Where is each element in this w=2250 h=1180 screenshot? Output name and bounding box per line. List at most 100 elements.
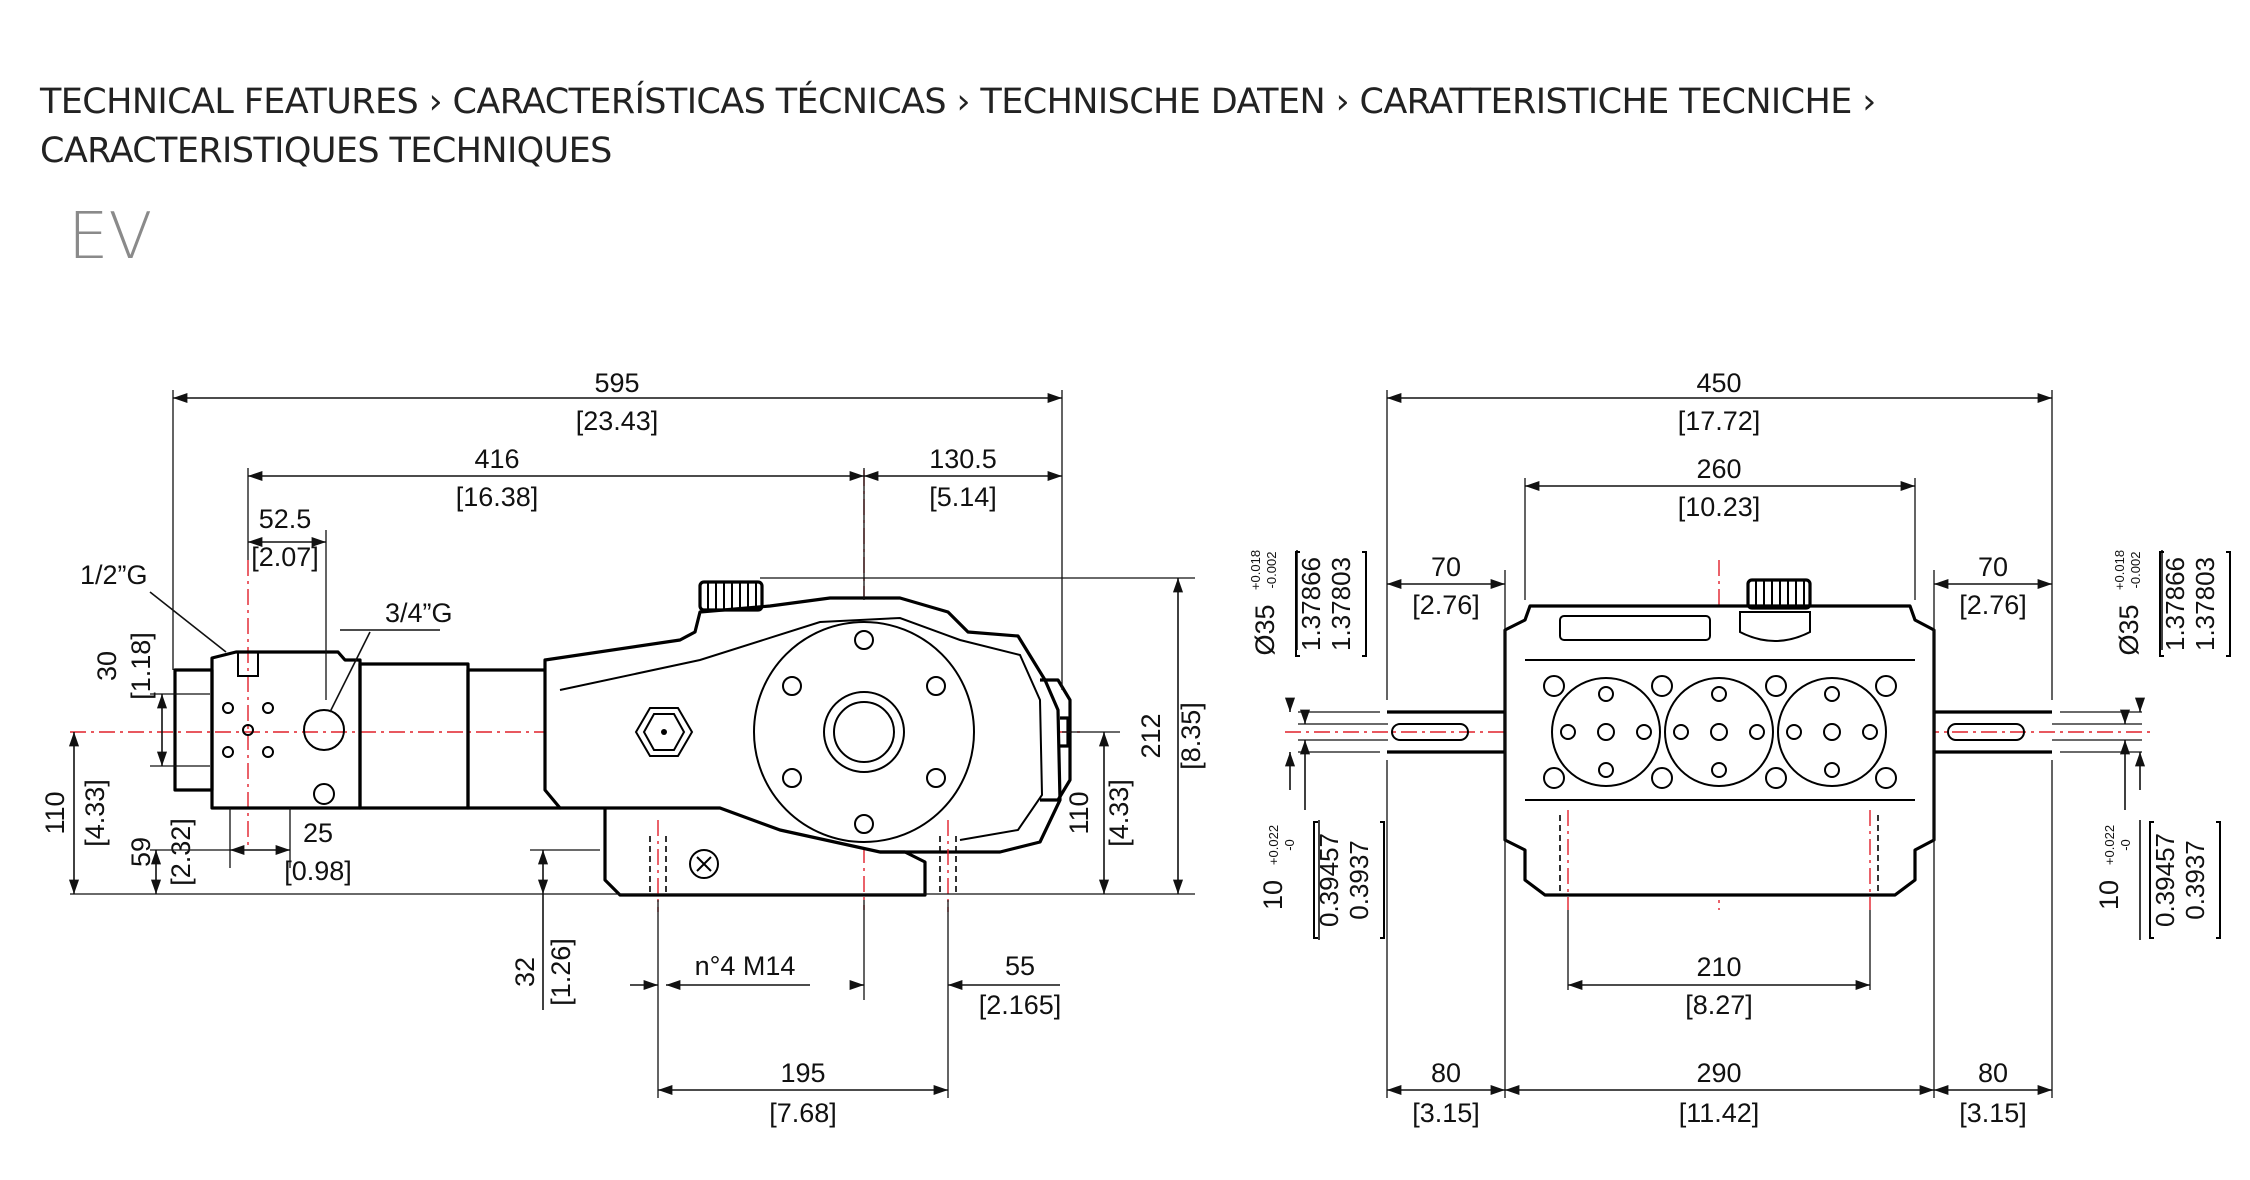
key-width-right: 10 xyxy=(2094,880,2124,910)
dim-59: 59 xyxy=(126,837,156,867)
shaft-diameter-right: Ø35 xyxy=(2114,604,2144,655)
dim-210: 210 xyxy=(1696,952,1741,982)
dim-55-in: [2.165] xyxy=(979,990,1062,1020)
dim-110-left-in: [4.33] xyxy=(80,779,110,847)
cover-bolts xyxy=(782,630,946,834)
dim-195: 195 xyxy=(780,1058,825,1088)
foot-boss xyxy=(689,849,719,879)
drain-plug xyxy=(313,783,335,805)
key-in-1-left: 0.39457 xyxy=(1314,833,1344,927)
oil-filler-knurl xyxy=(707,582,757,610)
mount-bolts-label: n°4 M14 xyxy=(695,951,796,981)
dim-30-in: [1.18] xyxy=(126,632,156,700)
key-width-left: 10 xyxy=(1258,880,1288,910)
dim-195-in: [7.68] xyxy=(769,1098,837,1128)
dim-80-right-in: [3.15] xyxy=(1959,1098,2027,1128)
dim-130-5-in: [5.14] xyxy=(929,482,997,512)
dim-110-right: 110 xyxy=(1064,791,1094,834)
housing-edges xyxy=(1525,659,1915,801)
dim-260: 260 xyxy=(1696,454,1741,484)
shaft-tol-lower-left: -0.002 xyxy=(1264,552,1279,589)
page-heading: TECHNICAL FEATURES › CARACTERÍSTICAS TÉC… xyxy=(40,78,2190,176)
nameplate-slot xyxy=(1559,615,1711,641)
inlet-thread-label: 3/4”G xyxy=(385,598,453,628)
dim-212: 212 xyxy=(1136,713,1166,758)
key-in-2-right: 0.3937 xyxy=(2180,840,2210,920)
key-tol-upper-right: +0.022 xyxy=(2102,825,2117,865)
crankcase-inner-edge xyxy=(559,616,1044,841)
dim-450: 450 xyxy=(1696,368,1741,398)
outlet-port xyxy=(237,652,259,677)
hex-plug-inner xyxy=(642,713,686,751)
dim-130-5: 130.5 xyxy=(929,444,997,474)
dim-70-right: 70 xyxy=(1978,552,2008,582)
front-view: 450 [17.72] 260 [10.23] 70 [2.76] 70 [2.… xyxy=(1248,368,2231,1128)
key-in-2-left: 0.3937 xyxy=(1344,840,1374,920)
key-tol-upper-left: +0.022 xyxy=(1266,825,1281,865)
dim-110-left: 110 xyxy=(40,791,70,834)
key-tol-lower-right: -0 xyxy=(2118,839,2133,851)
inlet-port xyxy=(303,709,345,751)
port-bolt-pattern xyxy=(222,702,274,758)
side-view: 595 [23.43] 416 [16.38] 130.5 [5.14] 52.… xyxy=(40,368,1206,1128)
shaft-in-2-left: 1.37803 xyxy=(1326,557,1356,651)
hex-plug xyxy=(634,707,694,757)
dim-55: 55 xyxy=(1005,951,1035,981)
shaft-diameter-left: Ø35 xyxy=(1250,604,1280,655)
foot-boss-cross xyxy=(696,856,712,872)
dim-416-in: [16.38] xyxy=(456,482,539,512)
valve-covers xyxy=(1551,677,1887,787)
model-name: EV xyxy=(68,200,153,274)
heading-line-2: CARACTERISTIQUES TECHNIQUES xyxy=(40,131,612,171)
front-dimension-labels: 450 [17.72] 260 [10.23] 70 [2.76] 70 [2.… xyxy=(1248,368,2220,1128)
dim-52-5: 52.5 xyxy=(259,504,312,534)
shaft-in-2-right: 1.37803 xyxy=(2190,557,2220,651)
dim-59-in: [2.32] xyxy=(166,818,196,886)
dim-32: 32 xyxy=(510,957,540,987)
dim-212-in: [8.35] xyxy=(1176,702,1206,770)
dim-290-in: [11.42] xyxy=(1679,1098,1760,1128)
shaft-tol-lower-right: -0.002 xyxy=(2128,552,2143,589)
pump-head xyxy=(210,650,362,810)
rear-cover xyxy=(1040,678,1072,802)
keyway-left xyxy=(1391,723,1469,741)
dim-416: 416 xyxy=(474,444,519,474)
inch-brackets xyxy=(1295,551,2231,939)
crankcase xyxy=(543,596,1062,854)
dim-210-in: [8.27] xyxy=(1685,990,1753,1020)
dim-52-5-in: [2.07] xyxy=(251,542,319,572)
dim-70-right-in: [2.76] xyxy=(1959,590,2027,620)
front-dimension-lines xyxy=(1284,392,2163,1096)
key-tol-lower-left: -0 xyxy=(1282,839,1297,851)
dim-32-in: [1.26] xyxy=(546,938,576,1006)
crank-cover xyxy=(753,621,975,843)
shaft-in-1-left: 1.37866 xyxy=(1296,557,1326,651)
side-dimension-labels: 595 [23.43] 416 [16.38] 130.5 [5.14] 52.… xyxy=(40,368,1206,1128)
shaft-tol-upper-left: +0.018 xyxy=(1248,550,1263,590)
outlet-thread-label: 1/2”G xyxy=(80,560,148,590)
sight-glass xyxy=(1739,611,1811,642)
head-plug xyxy=(173,668,214,792)
dim-595-in: [23.43] xyxy=(576,406,659,436)
dim-290: 290 xyxy=(1696,1058,1741,1088)
keyway-right xyxy=(1947,723,2025,741)
crankshaft-bore xyxy=(833,701,895,763)
dim-80-right: 80 xyxy=(1978,1058,2008,1088)
dim-80-left: 80 xyxy=(1431,1058,1461,1088)
dim-260-in: [10.23] xyxy=(1678,492,1761,522)
front-oil-cap-knurl xyxy=(1755,580,1805,608)
shaft-tol-upper-right: +0.018 xyxy=(2112,550,2127,590)
side-extension-lines xyxy=(70,390,1195,1098)
side-dimension-lines xyxy=(68,392,1184,1096)
dim-25: 25 xyxy=(303,818,333,848)
dim-70-left-in: [2.76] xyxy=(1412,590,1480,620)
dim-595: 595 xyxy=(594,368,639,398)
heading-line-1: TECHNICAL FEATURES › CARACTERÍSTICAS TÉC… xyxy=(40,82,1876,122)
mounting-foot xyxy=(603,808,927,897)
shaft-in-1-right: 1.37866 xyxy=(2160,557,2190,651)
dim-70-left: 70 xyxy=(1431,552,1461,582)
dim-25-in: [0.98] xyxy=(284,856,352,886)
cylinder-block xyxy=(358,662,470,810)
front-extension-lines xyxy=(1298,390,2142,1098)
